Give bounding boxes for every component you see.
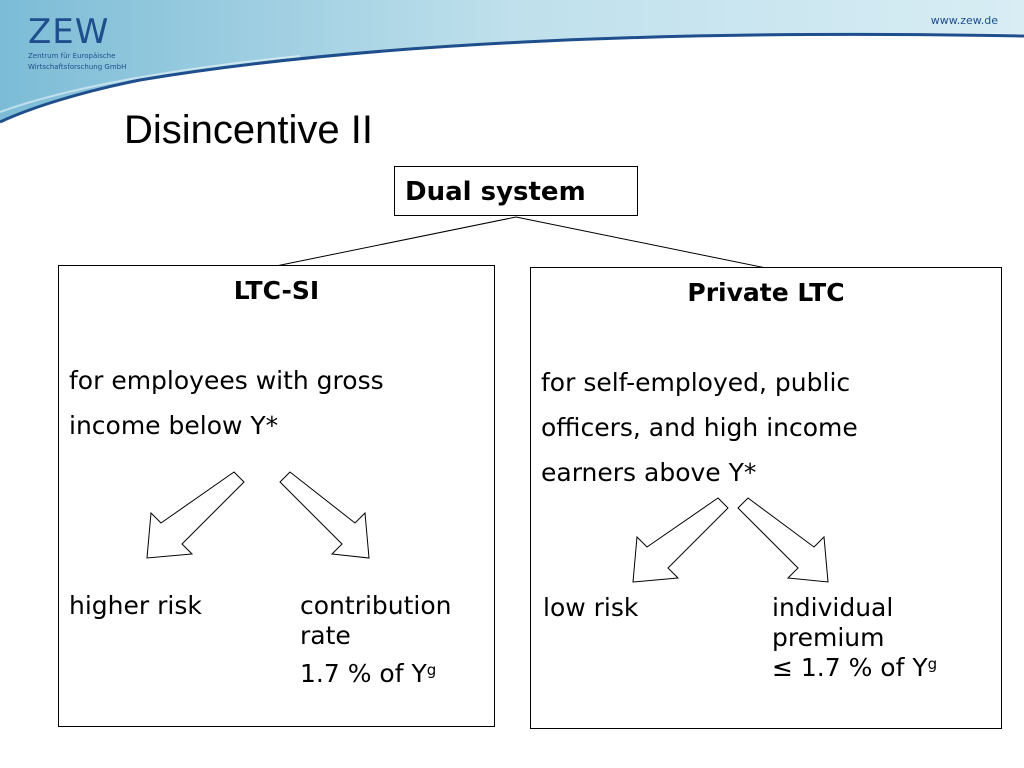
ltc-si-outcome-right-line2: rate <box>300 621 351 650</box>
ltc-si-title: LTC-SI <box>233 276 320 305</box>
private-ltc-outcome-left: low risk <box>543 593 639 622</box>
ltc-si-outcome-right: contribution rate 1.7 % of Yg <box>300 591 452 689</box>
slide-title: Disincentive II <box>124 108 373 152</box>
private-ltc-description-line1: for self-employed, public <box>541 368 851 397</box>
ltc-si-rate: 1.7 % of Y <box>300 659 427 688</box>
private-ltc-premium-superscript: g <box>927 655 938 673</box>
ltc-si-description-line2: income below Y* <box>69 411 279 440</box>
private-ltc-title: Private LTC <box>687 278 845 307</box>
private-ltc-box: Private LTC for self-employed, public of… <box>530 267 1002 729</box>
arrow-down-left-icon <box>146 471 245 559</box>
ltc-si-outcome-right-line1: contribution <box>300 591 452 620</box>
private-ltc-arrows <box>632 497 829 583</box>
website-url: www.zew.de <box>930 14 998 27</box>
ltc-si-arrows <box>146 471 370 559</box>
logo-subtitle-line2: Wirtschaftsforschung GmbH <box>28 63 127 71</box>
logo-text: ZEW <box>28 12 110 52</box>
ltc-si-outcome-right-line3: 1.7 % of Yg <box>300 659 452 689</box>
ltc-si-outcome-left: higher risk <box>69 591 202 620</box>
connector-left <box>275 216 517 267</box>
arrow-down-left-icon <box>632 497 729 583</box>
dual-system-box: Dual system <box>394 166 638 216</box>
private-ltc-outcome-right-line1: individual <box>772 593 894 622</box>
wave-shape <box>0 0 1024 122</box>
zew-logo: ZEW Zentrum für Europäische Wirtschaftsf… <box>28 14 126 72</box>
connector-right <box>515 216 767 269</box>
spacer <box>300 651 452 659</box>
ltc-si-description-line1: for employees with gross <box>69 366 384 395</box>
private-ltc-outcome-right-line3: ≤ 1.7 % of Yg <box>772 653 937 683</box>
arrow-down-right-icon <box>737 497 829 583</box>
private-ltc-outcome-right: individual premium ≤ 1.7 % of Yg <box>772 593 937 683</box>
ltc-si-box: LTC-SI for employees with gross income b… <box>58 265 495 727</box>
private-ltc-description: for self-employed, public officers, and … <box>541 360 858 495</box>
header-wave-band <box>0 0 1024 124</box>
wave-highlight <box>0 55 301 113</box>
private-ltc-premium: ≤ 1.7 % of Y <box>772 653 928 682</box>
ltc-si-rate-superscript: g <box>426 661 437 679</box>
logo-subtitle-line1: Zentrum für Europäische <box>28 52 116 60</box>
ltc-si-description: for employees with gross income below Y* <box>69 358 384 448</box>
wave-line <box>0 32 1024 124</box>
private-ltc-outcome-right-line2: premium <box>772 623 885 652</box>
private-ltc-description-line2: officers, and high income <box>541 413 858 442</box>
arrow-down-right-icon <box>279 471 370 559</box>
dual-system-label: Dual system <box>405 177 586 207</box>
private-ltc-description-line3: earners above Y* <box>541 458 757 487</box>
